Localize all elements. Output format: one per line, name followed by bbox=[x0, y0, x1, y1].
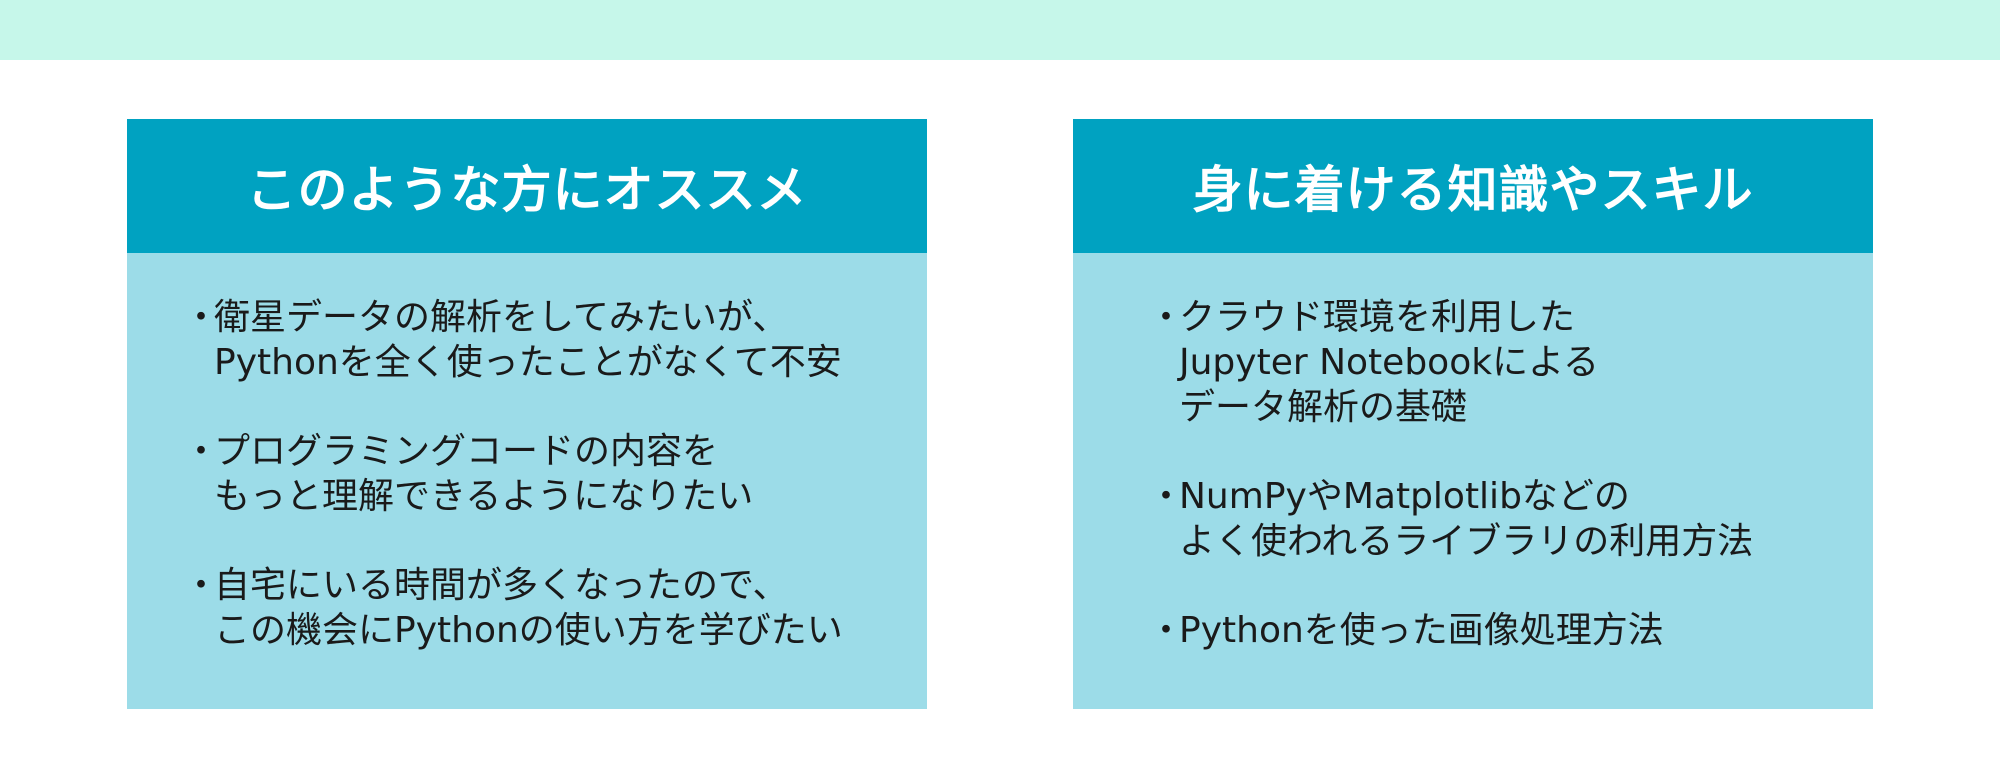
list-item: ・ 自宅にいる時間が多くなったので、 この機会にPythonの使い方を学びたい bbox=[127, 563, 927, 653]
list-item: ・ NumPyやMatplotlibなどの よく使われるライブラリの利用方法 bbox=[1073, 474, 1873, 564]
card-header: 身に着ける知識やスキル bbox=[1073, 119, 1873, 253]
list-item-line: この機会にPythonの使い方を学びたい bbox=[214, 610, 843, 651]
card-title: このような方にオススメ bbox=[246, 161, 808, 219]
list-item: ・ 衛星データの解析をしてみたいが、 Pythonを全く使ったことがなくて不安 bbox=[127, 295, 927, 385]
card-title: 身に着ける知識やスキル bbox=[1192, 161, 1754, 219]
list-item-line: NumPyやMatplotlibなどの bbox=[1179, 476, 1630, 517]
card-header: このような方にオススメ bbox=[127, 119, 927, 253]
list-item: ・ プログラミングコードの内容を もっと理解できるようになりたい bbox=[127, 429, 927, 519]
list-item-line: プログラミングコードの内容を bbox=[214, 431, 719, 472]
bullet-list: ・ クラウド環境を利用した Jupyter Notebookによる データ解析の… bbox=[1073, 295, 1873, 653]
list-item-line: Jupyter Notebookによる bbox=[1179, 342, 1599, 383]
skills-card: 身に着ける知識やスキル ・ クラウド環境を利用した Jupyter Notebo… bbox=[1073, 119, 1873, 709]
bullet-dot: ・ bbox=[1148, 610, 1185, 651]
bullet-dot: ・ bbox=[1148, 476, 1185, 517]
bullet-dot: ・ bbox=[183, 565, 220, 606]
list-item-line: もっと理解できるようになりたい bbox=[214, 476, 754, 517]
bullet-list: ・ 衛星データの解析をしてみたいが、 Pythonを全く使ったことがなくて不安 … bbox=[127, 295, 927, 653]
card-body: ・ クラウド環境を利用した Jupyter Notebookによる データ解析の… bbox=[1073, 253, 1873, 653]
recommended-for-card: このような方にオススメ ・ 衛星データの解析をしてみたいが、 Pythonを全く… bbox=[127, 119, 927, 709]
list-item-line: データ解析の基礎 bbox=[1179, 387, 1468, 428]
list-item-line: Pythonを使った画像処理方法 bbox=[1179, 610, 1664, 651]
bullet-dot: ・ bbox=[1148, 297, 1185, 338]
bullet-dot: ・ bbox=[183, 431, 220, 472]
list-item: ・ Pythonを使った画像処理方法 bbox=[1073, 608, 1873, 653]
list-item-line: クラウド環境を利用した bbox=[1179, 297, 1576, 338]
bullet-dot: ・ bbox=[183, 297, 220, 338]
list-item-line: よく使われるライブラリの利用方法 bbox=[1179, 521, 1754, 562]
top-band bbox=[0, 0, 2000, 60]
card-body: ・ 衛星データの解析をしてみたいが、 Pythonを全く使ったことがなくて不安 … bbox=[127, 253, 927, 653]
list-item: ・ クラウド環境を利用した Jupyter Notebookによる データ解析の… bbox=[1073, 295, 1873, 430]
list-item-line: 自宅にいる時間が多くなったので、 bbox=[214, 565, 789, 606]
list-item-line: Pythonを全く使ったことがなくて不安 bbox=[214, 342, 842, 383]
list-item-line: 衛星データの解析をしてみたいが、 bbox=[214, 297, 789, 338]
